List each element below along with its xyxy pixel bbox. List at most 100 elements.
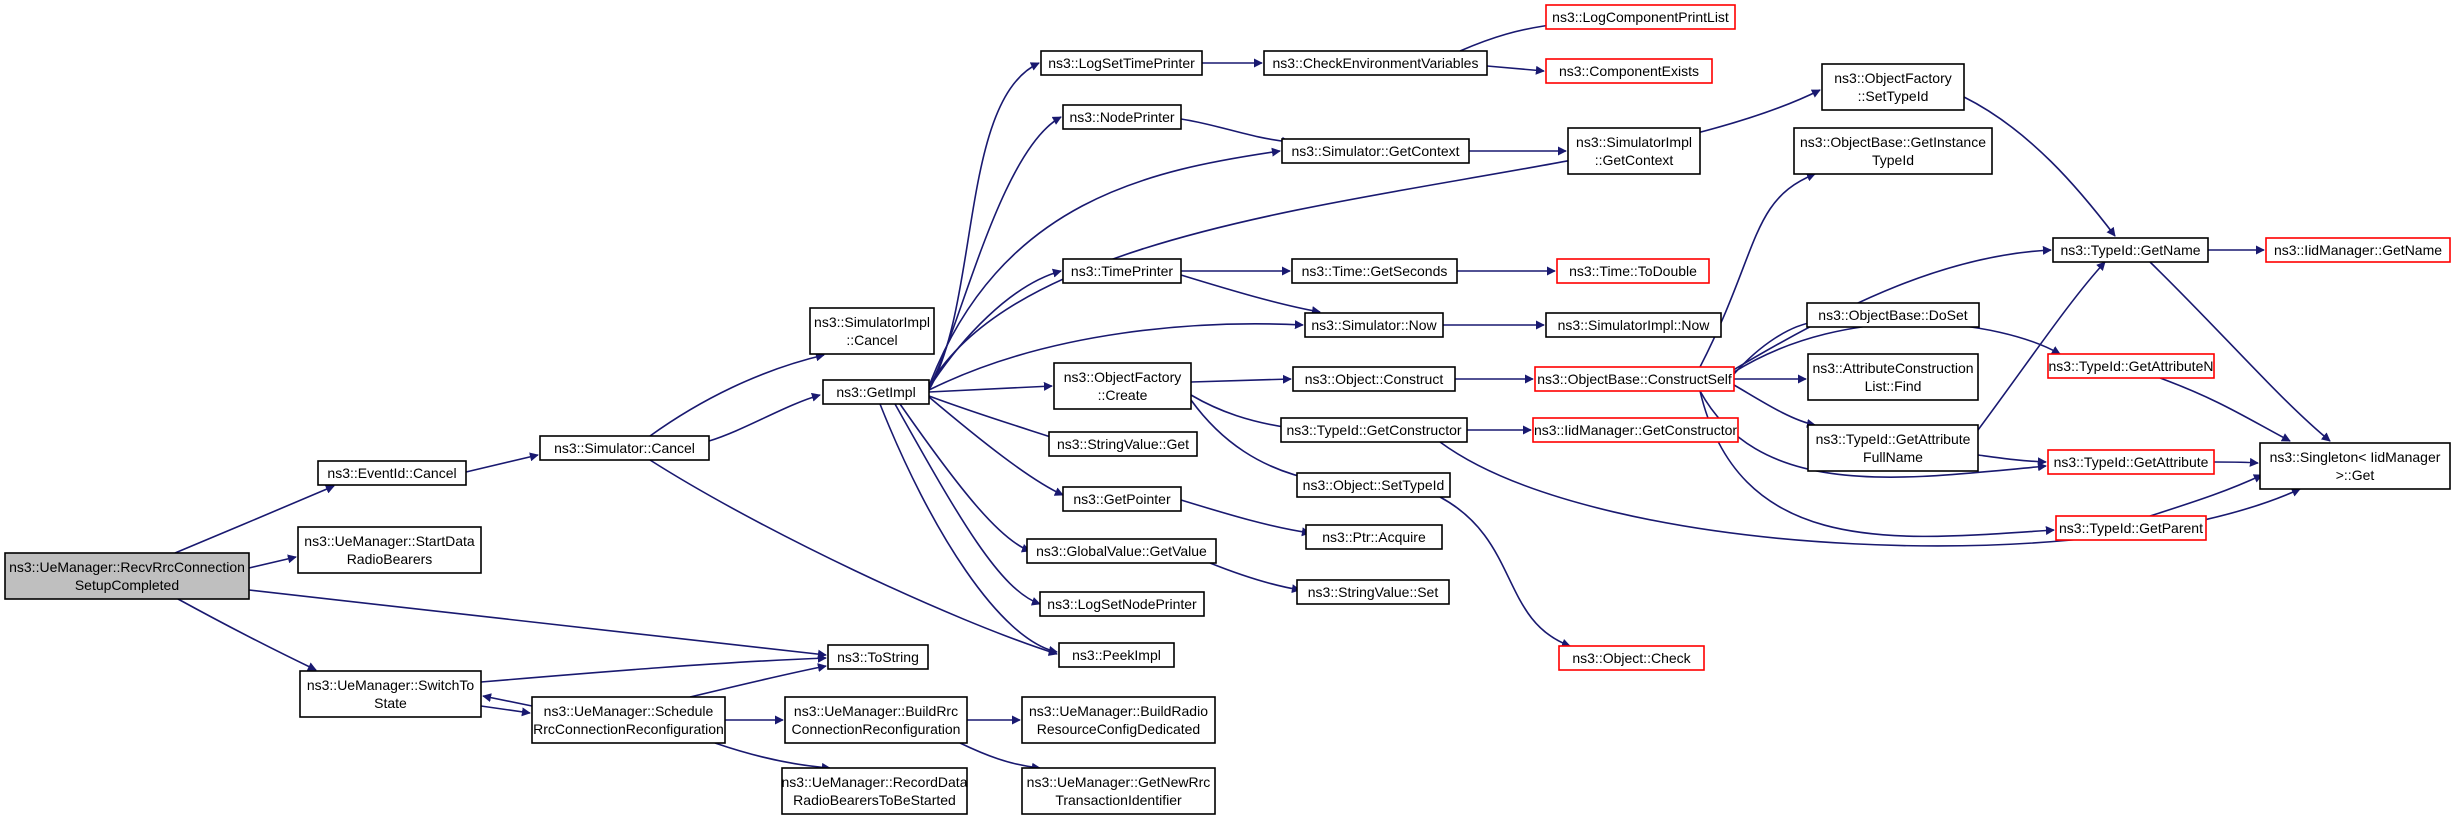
node-singleton_get[interactable]: ns3::Singleton< IidManager >::Get	[2259, 442, 2451, 490]
node-label: ns3::GetPointer	[1073, 491, 1171, 507]
node-box	[827, 644, 929, 670]
edge-schedule_rrc-to-to_string	[689, 663, 827, 698]
node-to_string[interactable]: ns3::ToString	[827, 644, 929, 670]
edge-objfactory_create-to-object_construct	[1190, 374, 1292, 384]
node-iidmanager_get_name[interactable]: ns3::IidManager::GetName	[2265, 237, 2451, 263]
nodes: ns3::UeManager::RecvRrcConnectionSetupCo…	[4, 4, 2451, 815]
node-schedule_rrc[interactable]: ns3::UeManager::ScheduleRrcConnectionRec…	[531, 696, 726, 744]
edges	[174, 20, 2331, 772]
node-typeid_get_parent[interactable]: ns3::TypeId::GetParent	[2055, 515, 2207, 541]
node-sim_now[interactable]: ns3::Simulator::Now	[1304, 312, 1444, 338]
node-get_impl[interactable]: ns3::GetImpl	[822, 379, 930, 405]
node-box	[317, 460, 467, 486]
node-sim_get_context[interactable]: ns3::Simulator::GetContext	[1281, 138, 1470, 164]
node-iidmanager_get_constructor[interactable]: ns3::IidManager::GetConstructor	[1532, 417, 1739, 443]
node-box	[531, 696, 726, 744]
node-typeid_get_attribute[interactable]: ns3::TypeId::GetAttribute	[2047, 449, 2215, 475]
node-box	[1806, 302, 1980, 328]
node-label: RadioBearersToBeStarted	[793, 792, 956, 808]
node-box	[1545, 312, 1722, 338]
node-stringvalue_get[interactable]: ns3::StringValue::Get	[1048, 431, 1198, 457]
node-globalvalue_getvalue[interactable]: ns3::GlobalValue::GetValue	[1026, 538, 1217, 564]
edge-schedule_rrc-to-switch_to_state	[482, 693, 533, 707]
node-label: ns3::TypeId::GetAttribute	[1816, 431, 1971, 447]
node-box	[1793, 127, 1993, 175]
node-box	[809, 307, 935, 355]
node-typeid_get_name[interactable]: ns3::TypeId::GetName	[2052, 237, 2209, 263]
node-check_env_vars[interactable]: ns3::CheckEnvironmentVariables	[1263, 50, 1488, 76]
edge-typeid_get_name-to-singleton_get	[2149, 261, 2331, 442]
edge-typeid_get_attribute-to-singleton_get	[2213, 457, 2259, 467]
node-label: ns3::PeekImpl	[1072, 647, 1161, 663]
node-record_data_rb[interactable]: ns3::UeManager::RecordDataRadioBearersTo…	[781, 767, 968, 815]
node-stringvalue_set[interactable]: ns3::StringValue::Set	[1296, 579, 1450, 605]
node-typeid_get_attribute_n[interactable]: ns3::TypeId::GetAttributeN	[2047, 353, 2215, 379]
node-box	[297, 526, 482, 574]
node-simimpl_cancel[interactable]: ns3::SimulatorImpl::Cancel	[809, 307, 935, 355]
edge-eventid_cancel-to-sim_cancel	[465, 452, 539, 473]
node-label: ns3::SimulatorImpl::Now	[1558, 317, 1711, 333]
node-label: ns3::ObjectFactory	[1834, 70, 1952, 86]
node-time_to_double[interactable]: ns3::Time::ToDouble	[1556, 258, 1710, 284]
node-objfactory_create[interactable]: ns3::ObjectFactory::Create	[1053, 362, 1192, 410]
edge-objbase_construct_self-to-objbase_get_instance_typeid	[1699, 172, 1816, 368]
node-box	[1062, 486, 1182, 512]
edge-get_pointer-to-ptr_acquire	[1180, 499, 1311, 537]
node-label: ns3::TypeId::GetParent	[2059, 520, 2203, 536]
node-root[interactable]: ns3::UeManager::RecvRrcConnectionSetupCo…	[4, 552, 250, 600]
node-box	[1040, 50, 1203, 76]
node-label: TransactionIdentifier	[1055, 792, 1182, 808]
node-box	[784, 696, 968, 744]
node-time_printer[interactable]: ns3::TimePrinter	[1062, 258, 1182, 284]
node-object_construct[interactable]: ns3::Object::Construct	[1292, 366, 1456, 392]
node-build_rrc[interactable]: ns3::UeManager::BuildRrcConnectionReconf…	[784, 696, 968, 744]
node-label: State	[374, 695, 407, 711]
edge-node_printer-to-sim_get_context	[1180, 118, 1291, 146]
node-label: ns3::IidManager::GetConstructor	[1534, 422, 1737, 438]
node-build_radio_res[interactable]: ns3::UeManager::BuildRadioResourceConfig…	[1021, 696, 1216, 744]
node-label: ns3::Object::Check	[1572, 650, 1691, 666]
node-objbase_construct_self[interactable]: ns3::ObjectBase::ConstructSelf	[1534, 366, 1735, 392]
node-box	[1534, 366, 1735, 392]
node-peek_impl[interactable]: ns3::PeekImpl	[1058, 642, 1175, 668]
node-objfactory_set_typeid[interactable]: ns3::ObjectFactory::SetTypeId	[1821, 63, 1965, 111]
edge-typeid_get_parent-to-singleton_get	[2149, 474, 2263, 517]
node-eventid_cancel[interactable]: ns3::EventId::Cancel	[317, 460, 467, 486]
node-label: ns3::Object::Construct	[1305, 371, 1444, 387]
node-box	[2259, 442, 2451, 490]
node-object_set_typeid[interactable]: ns3::Object::SetTypeId	[1296, 472, 1451, 498]
node-objbase_doset[interactable]: ns3::ObjectBase::DoSet	[1806, 302, 1980, 328]
edge-get_impl-to-stringvalue_get	[928, 395, 1061, 442]
node-get_pointer[interactable]: ns3::GetPointer	[1062, 486, 1182, 512]
node-component_exists[interactable]: ns3::ComponentExists	[1545, 58, 1713, 84]
node-log_component_print_list[interactable]: ns3::LogComponentPrintList	[1545, 4, 1736, 30]
node-label: ns3::Simulator::GetContext	[1291, 143, 1459, 159]
node-simimpl_get_context[interactable]: ns3::SimulatorImpl::GetContext	[1567, 127, 1701, 175]
node-node_printer[interactable]: ns3::NodePrinter	[1062, 104, 1182, 130]
node-typeid_get_constructor[interactable]: ns3::TypeId::GetConstructor	[1280, 417, 1468, 443]
node-object_check[interactable]: ns3::Object::Check	[1558, 645, 1705, 671]
node-label: ::SetTypeId	[1858, 88, 1929, 104]
node-ptr_acquire[interactable]: ns3::Ptr::Acquire	[1305, 524, 1443, 550]
node-label: RrcConnectionReconfiguration	[533, 721, 724, 737]
node-label: ns3::ComponentExists	[1559, 63, 1699, 79]
edge-switch_to_state-to-to_string	[480, 653, 827, 683]
node-sim_cancel[interactable]: ns3::Simulator::Cancel	[539, 435, 710, 461]
node-simimpl_now[interactable]: ns3::SimulatorImpl::Now	[1545, 312, 1722, 338]
node-get_new_rrc[interactable]: ns3::UeManager::GetNewRrcTransactionIden…	[1021, 767, 1216, 815]
node-log_set_time_printer[interactable]: ns3::LogSetTimePrinter	[1040, 50, 1203, 76]
edge-root-to-start_data_rb	[248, 554, 297, 569]
edge-typeid_get_attribute_n-to-singleton_get	[2159, 377, 2291, 442]
node-time_get_seconds[interactable]: ns3::Time::GetSeconds	[1291, 258, 1458, 284]
node-box	[1545, 58, 1713, 84]
node-log_set_node_printer[interactable]: ns3::LogSetNodePrinter	[1039, 591, 1205, 617]
edge-get_impl-to-sim_get_context	[928, 147, 1281, 387]
node-box	[1048, 431, 1198, 457]
node-box	[1556, 258, 1710, 284]
